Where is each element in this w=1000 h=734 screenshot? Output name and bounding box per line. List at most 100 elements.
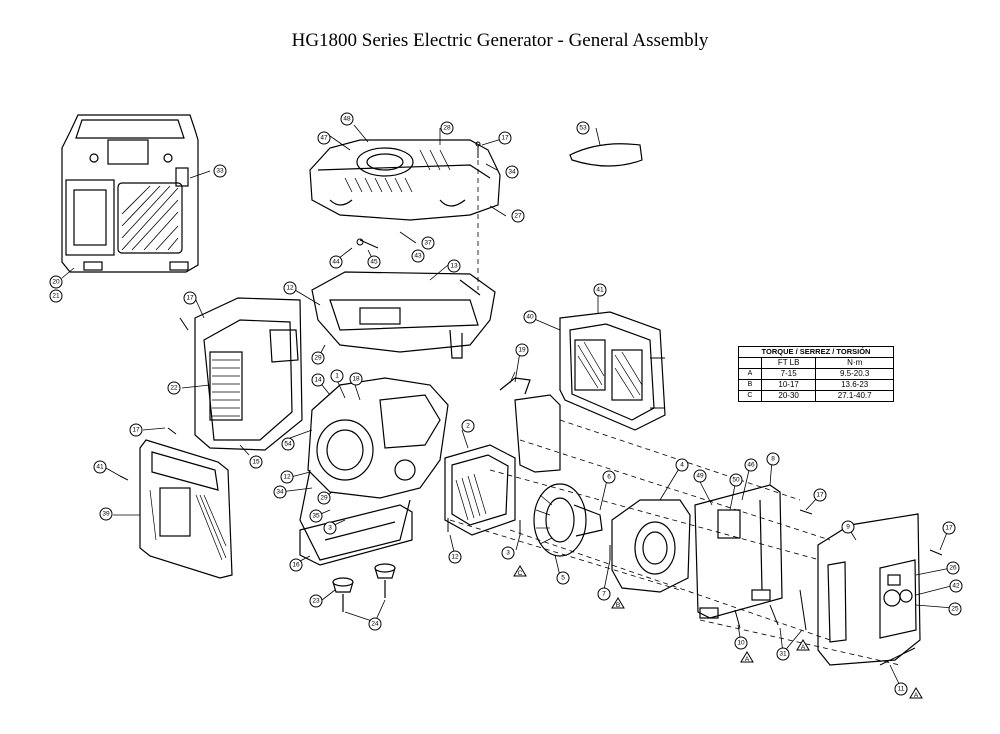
svg-text:42: 42	[952, 583, 960, 590]
svg-text:15: 15	[252, 459, 260, 466]
svg-text:13: 13	[450, 263, 458, 270]
callout-20: 20	[49, 275, 63, 289]
callout-12a: 12	[283, 281, 297, 295]
callout-22: 22	[167, 381, 181, 395]
svg-text:45: 45	[370, 259, 378, 266]
callout-45: 45	[367, 255, 381, 269]
stator-part	[611, 499, 691, 593]
svg-text:35: 35	[312, 513, 320, 520]
svg-text:53: 53	[579, 125, 587, 132]
callout-46: 46	[744, 458, 758, 472]
callout-21: 21	[49, 289, 63, 303]
svg-text:50: 50	[732, 477, 740, 484]
callout-11: 11	[894, 682, 908, 696]
svg-text:12: 12	[451, 554, 459, 561]
callout-28: 28	[440, 121, 454, 135]
svg-text:22: 22	[170, 385, 178, 392]
svg-text:17: 17	[186, 295, 194, 302]
svg-text:8: 8	[771, 456, 775, 463]
svg-text:49: 49	[696, 473, 704, 480]
torque-table: TORQUE / SERREZ / TORSIÓN FT LB N·m A 7-…	[738, 346, 894, 402]
svg-text:C: C	[518, 570, 523, 577]
torque-col-mark	[738, 357, 762, 369]
torque-mark-b: B	[738, 379, 762, 391]
callout-40: 40	[523, 310, 537, 324]
callout-3b: 3	[501, 546, 515, 560]
svg-text:A: A	[745, 656, 750, 663]
rubber-feet-part	[332, 563, 396, 612]
svg-text:46: 46	[747, 462, 755, 469]
callout-16: 16	[289, 558, 303, 572]
engine-base-part	[299, 504, 413, 566]
callout-17b: 17	[183, 291, 197, 305]
svg-text:44: 44	[332, 259, 340, 266]
engine-part	[299, 377, 449, 561]
torque-mark-triangles: C B A A A	[513, 565, 923, 699]
callout-6: 6	[602, 470, 616, 484]
svg-text:25: 25	[951, 606, 959, 613]
callout-12c: 12	[448, 550, 462, 564]
svg-text:47: 47	[320, 135, 328, 142]
callout-34a: 34	[505, 165, 519, 179]
svg-text:43: 43	[414, 253, 422, 260]
callout-5: 5	[556, 571, 570, 585]
callout-4: 4	[675, 458, 689, 472]
svg-text:48: 48	[343, 116, 351, 123]
svg-text:9: 9	[846, 524, 850, 531]
callout-18: 18	[349, 372, 363, 386]
svg-text:41: 41	[596, 287, 604, 294]
torque-ftlb-a: 7-15	[760, 368, 817, 380]
torque-ftlb-b: 10-17	[760, 379, 817, 391]
top-cover-part	[309, 139, 501, 221]
svg-text:19: 19	[518, 347, 526, 354]
svg-text:16: 16	[292, 562, 300, 569]
svg-text:5: 5	[561, 575, 565, 582]
torque-row-c: C 20-30 27.1-40.7	[738, 390, 894, 402]
callout-17a: 17	[498, 131, 512, 145]
callout-44: 44	[329, 255, 343, 269]
svg-text:34: 34	[508, 169, 516, 176]
rotor-part	[533, 483, 603, 557]
callout-53: 53	[576, 121, 590, 135]
callout-39: 39	[99, 507, 113, 521]
svg-text:29: 29	[314, 355, 322, 362]
torque-nm-b: 13.6-23	[815, 379, 894, 391]
callout-14: 14	[311, 373, 325, 387]
handle-grip-part	[569, 143, 643, 167]
svg-text:3: 3	[506, 550, 510, 557]
frame-tray-part	[311, 271, 496, 359]
callout-7: 7	[597, 587, 611, 601]
callout-3a: 3	[323, 521, 337, 535]
callout-9: 9	[841, 520, 855, 534]
torque-col-ftlb: FT LB	[760, 357, 817, 369]
svg-text:34: 34	[276, 489, 284, 496]
front-control-panel-part	[817, 513, 921, 666]
crankcase-cover-part	[444, 444, 516, 536]
torque-row-b: B 10-17 13.6-23	[738, 379, 894, 391]
callout-17e: 17	[942, 521, 956, 535]
svg-text:21: 21	[52, 293, 60, 300]
torque-mark-a1: A	[740, 651, 754, 663]
assembled-generator-view	[61, 114, 199, 273]
torque-mark-a2: A	[796, 639, 810, 651]
callout-29b: 29	[317, 491, 331, 505]
svg-text:B: B	[616, 602, 620, 609]
svg-text:27: 27	[514, 213, 522, 220]
svg-text:12: 12	[286, 285, 294, 292]
torque-nm-c: 27.1-40.7	[815, 390, 894, 402]
svg-text:10: 10	[737, 640, 745, 647]
torque-mark-a3: A	[909, 687, 923, 699]
callout-47: 47	[317, 131, 331, 145]
fasteners	[119, 141, 943, 666]
callout-34b: 34	[273, 485, 287, 499]
torque-row-a: A 7-15 9.5-20.3	[738, 368, 894, 380]
svg-text:29: 29	[320, 495, 328, 502]
svg-text:17: 17	[501, 135, 509, 142]
svg-text:41: 41	[96, 464, 104, 471]
page-title: HG1800 Series Electric Generator - Gener…	[291, 30, 709, 51]
svg-text:11: 11	[898, 686, 905, 693]
callout-26: 26	[946, 561, 960, 575]
callout-12b: 12	[280, 470, 294, 484]
svg-text:3: 3	[328, 525, 332, 532]
svg-text:26: 26	[949, 565, 957, 572]
